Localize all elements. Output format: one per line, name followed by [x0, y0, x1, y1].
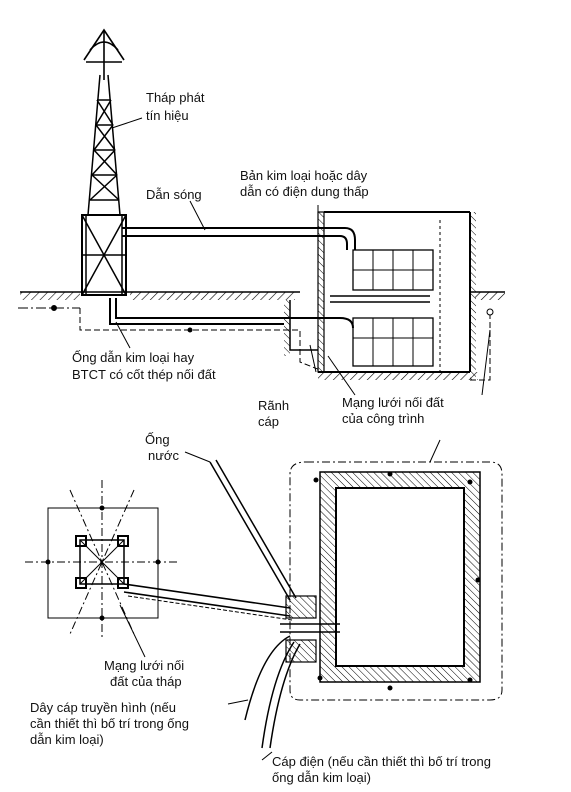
tower-foundation-plan: [47, 507, 159, 619]
metal-duct-label-line2: BTCT có cốt thép nối đất: [72, 367, 216, 382]
water-pipe: [209, 459, 297, 601]
waveguide-lines: [109, 227, 318, 325]
tower-ground-label-line1: Mạng lưới nối: [104, 658, 185, 673]
signal-tower: [81, 74, 127, 296]
antenna-top: [83, 28, 125, 80]
cable-trench-label-line2: cáp: [258, 414, 279, 429]
metal-plate-label-line1: Bản kim loại hoặc dây: [240, 168, 368, 183]
building-ground-label-line2: của công trình: [342, 411, 425, 426]
metal-duct-label-line1: Ống dẫn kim loại hay: [72, 350, 195, 365]
building-elevation: [290, 211, 478, 380]
water-pipe-label-line1: Ống: [145, 432, 170, 447]
building-ground-grid: [289, 461, 503, 701]
metal-plate-label-line2: dẫn có điện dung thấp: [240, 184, 369, 199]
tv-cable-label-line3: dẫn kim loại): [30, 732, 104, 747]
water-pipe-label-line2: nước: [148, 448, 179, 463]
tower-ground-label-line2: đất của tháp: [110, 674, 182, 689]
building-ground-label-line1: Mạng lưới nối đất: [342, 395, 444, 410]
tv-cable: [244, 635, 291, 721]
leader-lines-bottom: [119, 439, 441, 761]
cable-trench: [284, 300, 318, 356]
tv-cable-label-line1: Dây cáp truyền hình (nếu: [30, 700, 176, 715]
cable-trench-label-line1: Rãnh: [258, 398, 290, 413]
tower-label-line2: tín hiệu: [146, 108, 189, 123]
tv-cable-label-line2: cần thiết thì bố trí trong ống: [30, 716, 189, 731]
power-cable: [261, 641, 301, 749]
waveguide-label: Dẫn sóng: [146, 187, 202, 202]
power-cable-label-line1: Cáp điện (nếu cần thiết thì bố trí trong: [272, 754, 491, 769]
waveguide-plan: [123, 583, 293, 621]
power-cable-label-line2: ống dẫn kim loại): [272, 770, 371, 785]
leader-lines-top: [111, 117, 491, 396]
ground-conductor-top: [18, 305, 494, 381]
tower-ground-grid: [25, 480, 180, 640]
building-ground-nodes: [313, 471, 481, 691]
tower-ground-nodes: [45, 505, 161, 621]
tower-label-line1: Tháp phát: [146, 90, 205, 105]
building-plan: [280, 471, 481, 683]
